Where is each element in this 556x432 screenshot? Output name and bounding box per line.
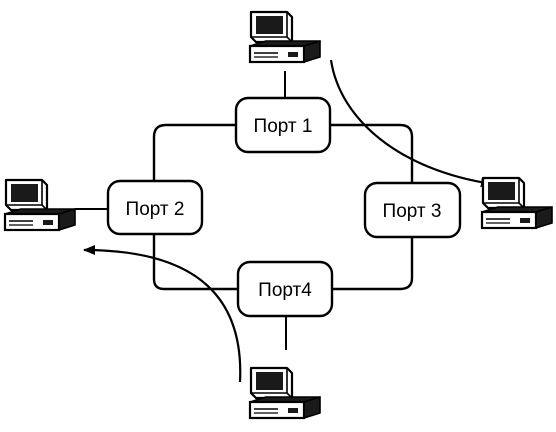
device-cables: [75, 71, 287, 350]
flow-arrow-top-to-right: [329, 59, 493, 188]
link-port4-port2: [152, 234, 238, 291]
link-port1-port3: [330, 123, 414, 183]
port-label-3: Порт 3: [383, 201, 442, 222]
computer-icon: [3, 178, 77, 232]
ring-links: [152, 123, 414, 291]
computer-bottom: [248, 366, 322, 420]
port-node-4: Порт4: [236, 260, 334, 318]
link-port3-port4: [332, 237, 414, 291]
link-port2-port1: [152, 123, 236, 181]
flow-arrows: [83, 59, 493, 383]
computer-icon: [248, 10, 322, 64]
port-node-1: Порт 1: [234, 96, 332, 154]
computer-right: [480, 176, 554, 230]
computer-icon: [480, 176, 554, 230]
computer-left: [3, 178, 77, 232]
port-node-3: Порт 3: [363, 181, 462, 239]
port-label-4: Порт4: [258, 280, 312, 301]
port-label-1: Порт 1: [254, 116, 313, 137]
computer-icon: [248, 366, 322, 420]
port-node-2: Порт 2: [106, 179, 204, 236]
port-label-2: Порт 2: [126, 199, 185, 220]
computer-top: [248, 10, 322, 64]
flow-arrow-bottom-to-left: [83, 245, 242, 383]
